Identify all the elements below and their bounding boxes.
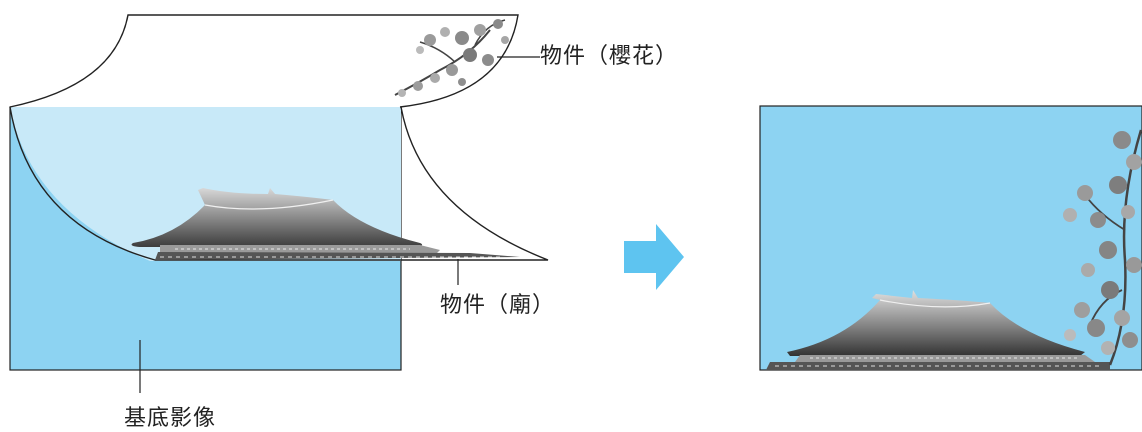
result-sakura [1063, 129, 1142, 366]
result-image [759, 105, 1142, 371]
base-image-label: 基底影像 [124, 406, 217, 431]
sakura-object-label: 物件（櫻花） [540, 44, 679, 69]
sakura-object-sheet [9, 14, 519, 108]
sakura-object-layer [9, 14, 519, 108]
right-arrow-icon [624, 224, 684, 290]
temple-object-layer [9, 106, 549, 261]
temple-picture [131, 188, 520, 260]
result-temple [766, 290, 1110, 370]
temple-object-sheet [9, 106, 549, 261]
sakura-picture [394, 19, 509, 97]
temple-object-label: 物件（廟） [440, 293, 556, 318]
